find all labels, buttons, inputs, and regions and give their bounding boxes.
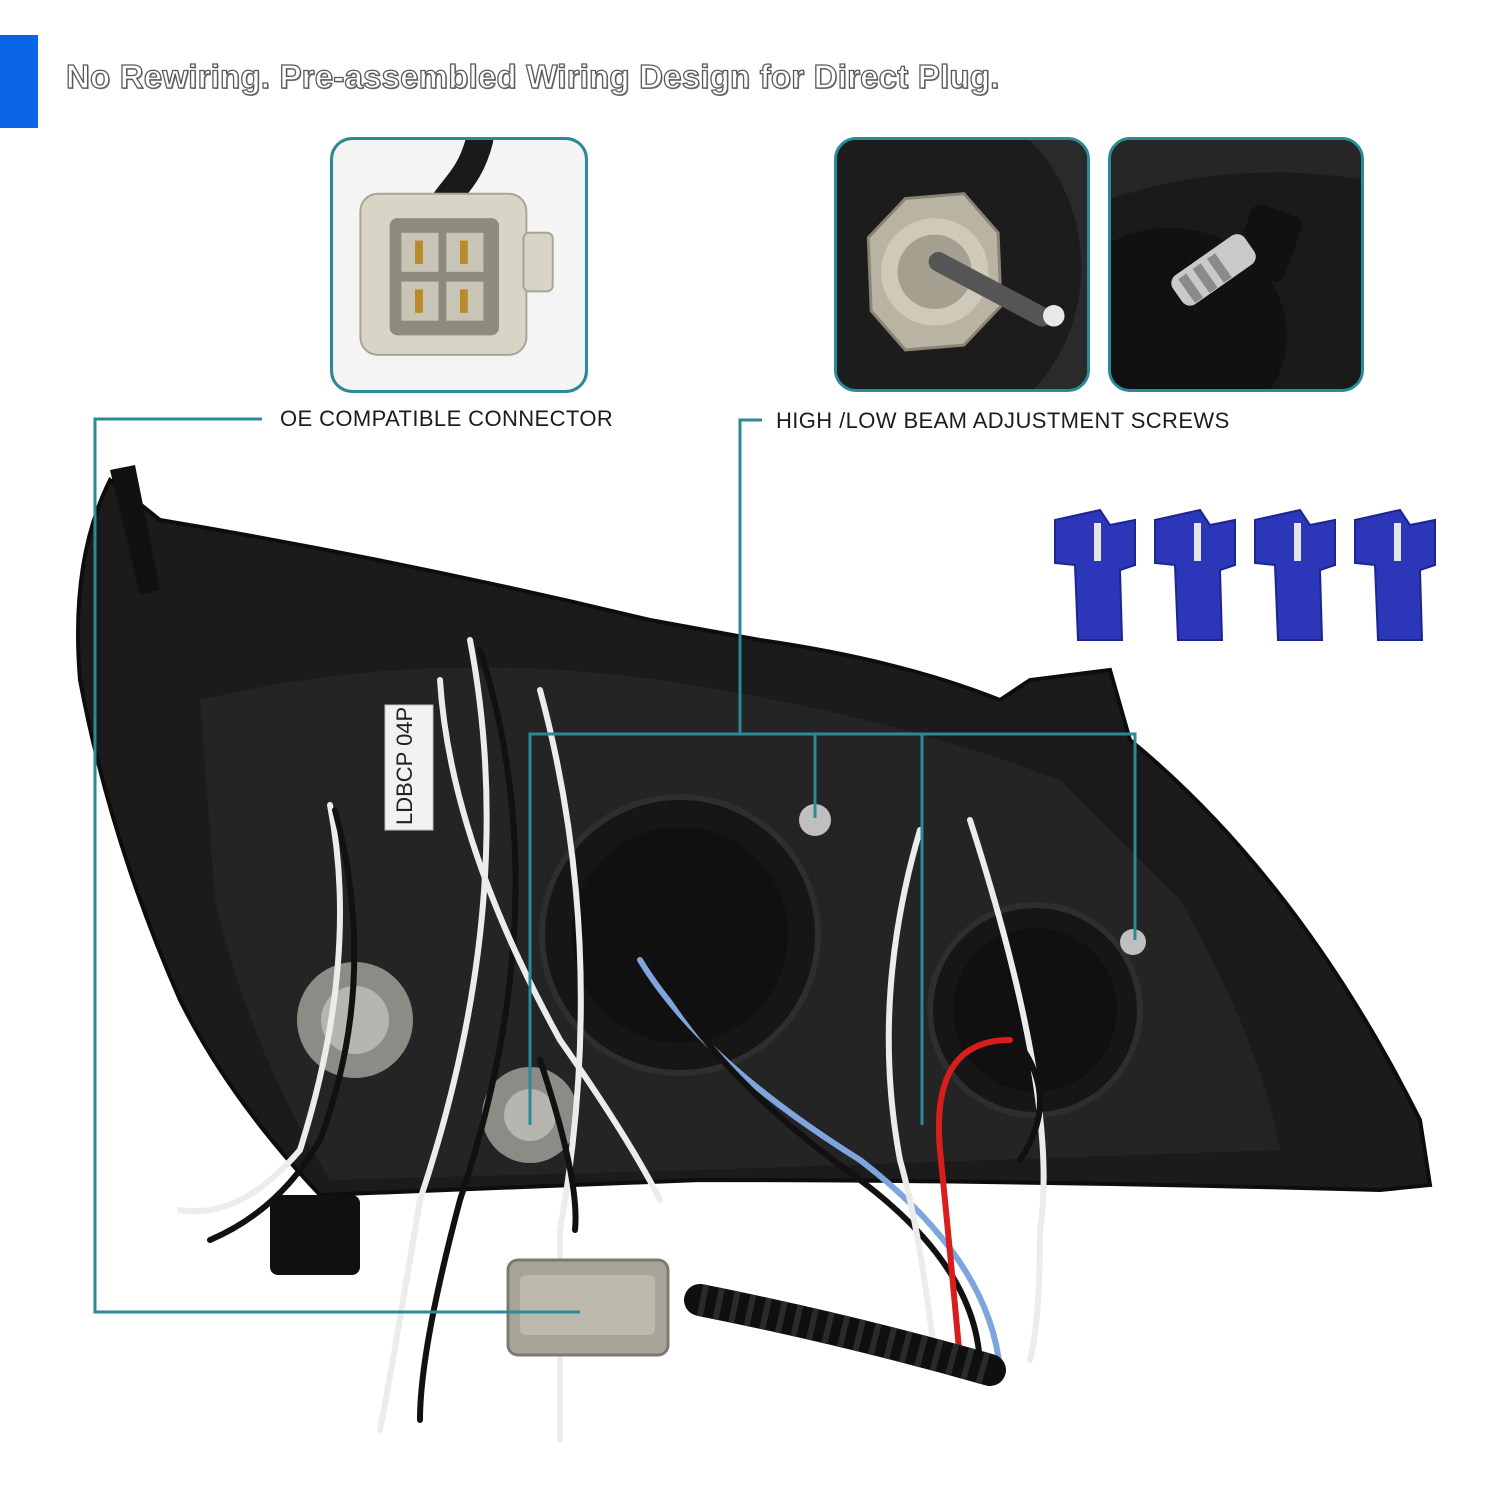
wire-tap-connector-icon [1054, 508, 1136, 641]
adjuster-inset-1 [834, 137, 1090, 392]
wire-tap-connectors [1054, 508, 1436, 641]
wire-tap-connector-icon [1354, 508, 1436, 641]
adjuster-screw-2 [1120, 929, 1146, 955]
wire-tap-connector-icon [1254, 508, 1336, 641]
headline: No Rewiring. Pre-assembled Wiring Design… [65, 57, 1000, 95]
connector-inset [330, 137, 588, 393]
adjuster-inset-2 [1108, 137, 1364, 392]
accent-bar [0, 35, 38, 128]
wire-tap-connector-icon [1154, 508, 1236, 641]
beam-adjuster-screw-icon [1111, 140, 1361, 389]
connector-plug-icon [333, 140, 585, 390]
beam-adjuster-gear-icon [837, 140, 1087, 389]
product-tag-text: LDBCP 04P [392, 707, 417, 825]
adjustment-callout-label: HIGH /LOW BEAM ADJUSTMENT SCREWS [776, 408, 1230, 433]
adjuster-screw-1 [799, 804, 831, 836]
